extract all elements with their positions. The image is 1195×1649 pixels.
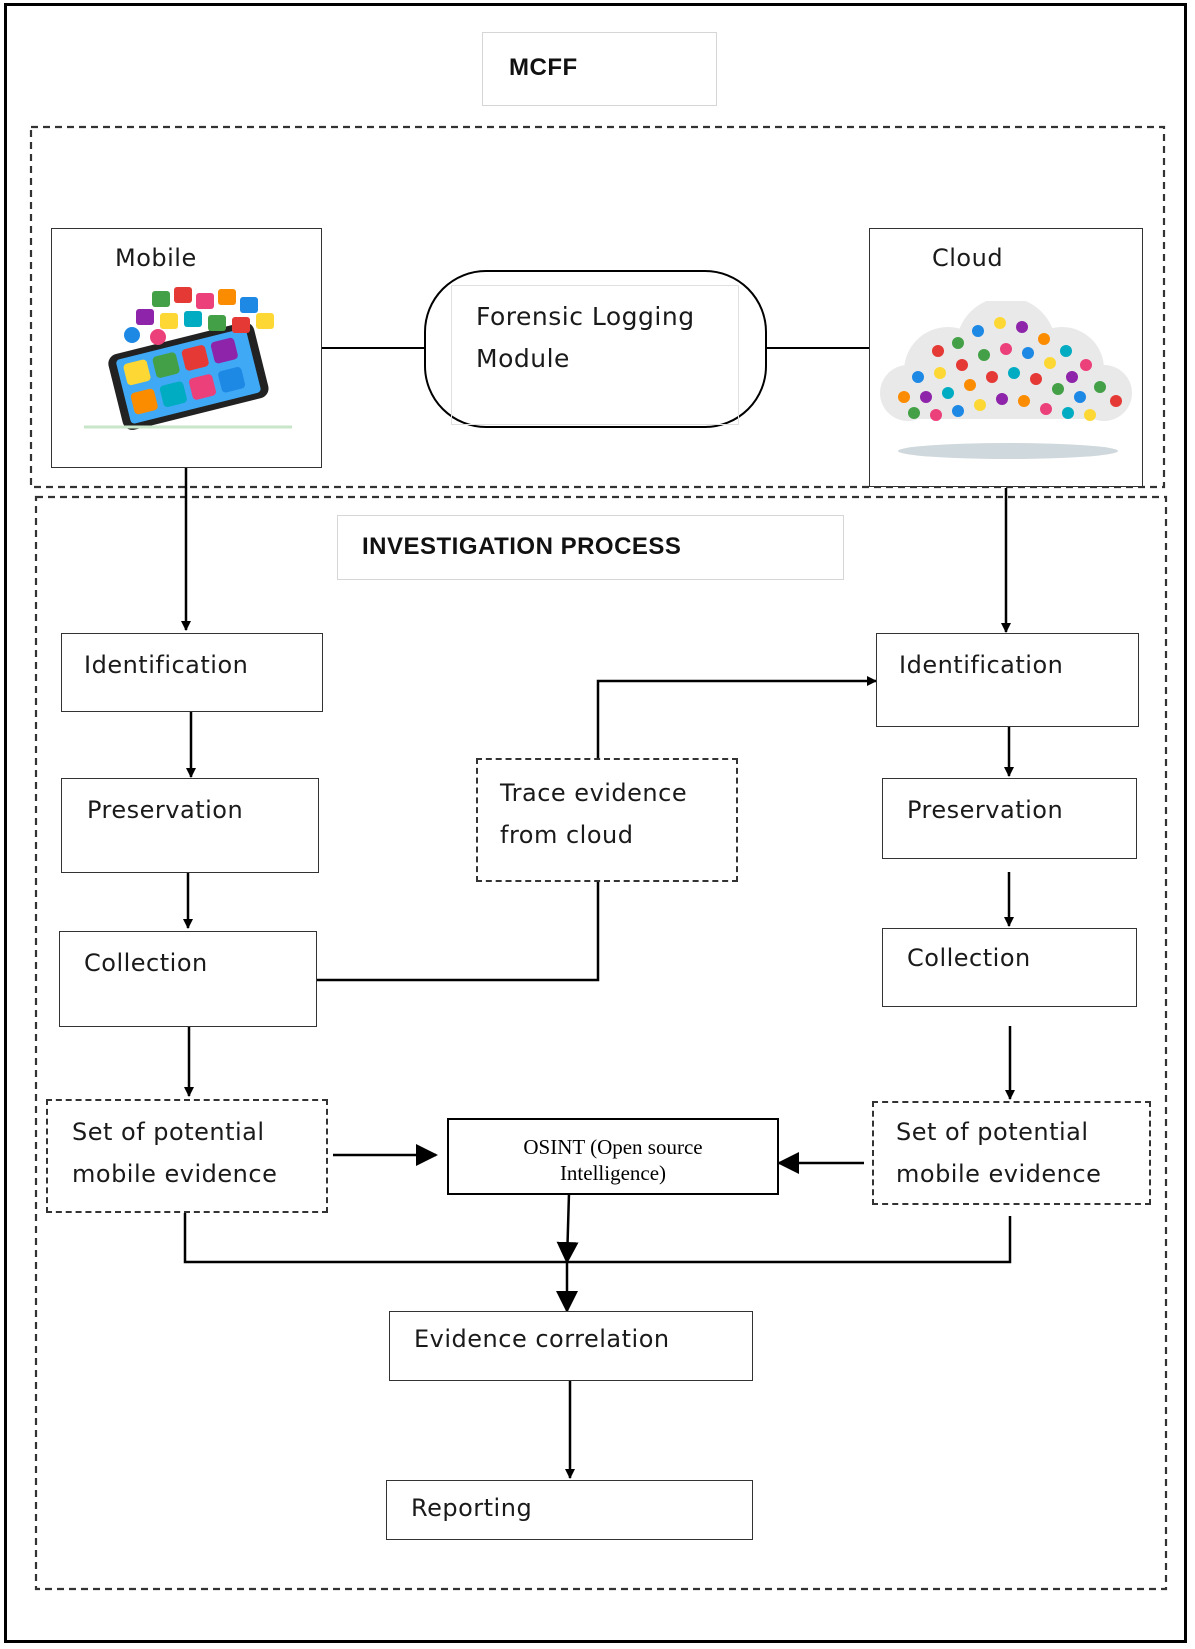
left-evidence-set: Set of potential mobile evidence <box>46 1099 328 1213</box>
trace-evidence-box: Trace evidence from cloud <box>476 758 738 882</box>
right-evidence-set: Set of potential mobile evidence <box>872 1101 1151 1205</box>
logging-line-1: Forensic Logging <box>476 302 695 331</box>
right-preservation: Preservation <box>882 778 1137 859</box>
osint-line-2: Intelligence) <box>559 1161 667 1185</box>
arrow-trace-identification <box>596 676 877 758</box>
outer-frame <box>4 3 1187 1643</box>
mcff-title-box: MCFF <box>482 32 717 106</box>
left-evidence-line-2: mobile evidence <box>72 1160 278 1188</box>
logging-inner-frame <box>451 285 739 425</box>
reporting: Reporting <box>386 1480 753 1540</box>
osint-line-1: OSINT (Open source <box>523 1135 703 1159</box>
left-identification-label: Identification <box>84 651 249 679</box>
right-identification: Identification <box>876 633 1139 727</box>
left-identification: Identification <box>61 633 323 712</box>
investigation-dashed-group <box>34 495 1168 1591</box>
left-preservation-label: Preservation <box>87 796 244 824</box>
right-evidence-line-1: Set of potential <box>896 1118 1089 1146</box>
right-evidence-line-2: mobile evidence <box>896 1160 1102 1188</box>
trace-line-2: from cloud <box>500 821 634 849</box>
investigation-title: INVESTIGATION PROCESS <box>362 533 682 560</box>
right-collection: Collection <box>882 928 1137 1007</box>
logging-line-2: Module <box>476 344 570 373</box>
left-evidence-line-1: Set of potential <box>72 1118 265 1146</box>
cloud-node: Cloud <box>869 228 1143 487</box>
cloud-apps-icon <box>880 301 1132 459</box>
cloud-label: Cloud <box>932 244 1004 272</box>
left-collection-label: Collection <box>84 949 208 977</box>
mobile-node: Mobile <box>51 228 322 468</box>
arrow-osint-merge <box>556 1192 579 1264</box>
right-collection-label: Collection <box>907 944 1031 972</box>
investigation-title-box: INVESTIGATION PROCESS <box>337 515 844 580</box>
mcff-dashed-group <box>29 125 1166 489</box>
line-left-evidence-merge <box>183 1213 1012 1264</box>
smartphone-apps-icon <box>84 287 292 430</box>
reporting-label: Reporting <box>411 1494 533 1522</box>
line-collection-trace <box>316 882 600 982</box>
evidence-correlation-label: Evidence correlation <box>414 1325 670 1353</box>
mobile-label: Mobile <box>115 244 197 272</box>
right-identification-label: Identification <box>899 651 1064 679</box>
right-preservation-label: Preservation <box>907 796 1064 824</box>
forensic-logging-module: Forensic Logging Module <box>424 270 767 428</box>
osint-box: OSINT (Open source Intelligence) <box>447 1118 779 1195</box>
evidence-correlation: Evidence correlation <box>389 1311 753 1381</box>
left-preservation: Preservation <box>61 778 319 873</box>
mcff-title: MCFF <box>509 54 578 81</box>
left-collection: Collection <box>59 931 317 1027</box>
trace-line-1: Trace evidence <box>500 779 688 807</box>
